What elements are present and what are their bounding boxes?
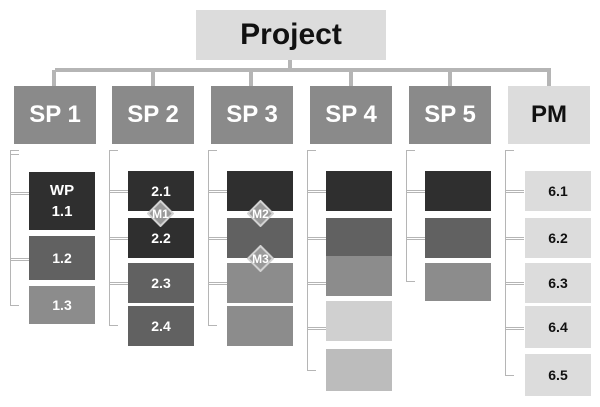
pm-branch xyxy=(505,282,524,285)
sp1-branch xyxy=(10,258,29,261)
wp-6-3-label: 6.3 xyxy=(548,274,568,291)
wp-4-2 xyxy=(326,218,392,258)
sp5-label: SP 5 xyxy=(424,101,476,128)
sp4-branch xyxy=(307,282,326,285)
wp-5-2 xyxy=(425,218,491,258)
wp-3-4 xyxy=(227,306,293,346)
diamond-icon xyxy=(147,200,174,227)
pm-trunk xyxy=(505,150,514,376)
sp5-trunk xyxy=(406,150,415,282)
milestone-m3-label: M3 xyxy=(252,251,269,266)
sp1-box: SP 1 xyxy=(14,86,96,144)
pm-box: PM xyxy=(508,86,590,144)
wp-6-5: 6.5 xyxy=(525,354,591,396)
sp2-trunk xyxy=(109,150,118,326)
milestone-m3: M3 xyxy=(247,245,274,272)
sp1-label: SP 1 xyxy=(29,101,81,128)
sp2-branch xyxy=(109,190,128,193)
wp-2-3-label: 2.3 xyxy=(151,274,171,291)
wp-1-2: 1.2 xyxy=(29,236,95,280)
sp5-branch xyxy=(406,190,425,193)
sp2-branch xyxy=(109,282,128,285)
sp2-box: SP 2 xyxy=(112,86,194,144)
wp-5-1 xyxy=(425,171,491,211)
sp2-drop-connector xyxy=(151,70,155,86)
sp5-drop-connector xyxy=(448,70,452,86)
project-box: Project xyxy=(196,10,386,60)
pm-branch xyxy=(505,237,524,240)
milestone-m1: M1 xyxy=(147,200,174,227)
diamond-icon xyxy=(247,245,274,272)
wp-1-3: 1.3 xyxy=(29,286,95,324)
sp2-branch xyxy=(109,237,128,240)
sp3-trunk xyxy=(208,150,217,326)
wp-2-2-label: 2.2 xyxy=(151,229,171,246)
wp-2-4-label: 2.4 xyxy=(151,317,171,334)
sp4-drop-connector xyxy=(349,70,353,86)
wp-1-2-label: 1.2 xyxy=(52,249,72,266)
wp-2-3: 2.3 xyxy=(128,263,194,303)
wp-6-4: 6.4 xyxy=(525,306,591,348)
bus-connector xyxy=(55,68,551,72)
wp-2-1-label: 2.1 xyxy=(151,182,171,199)
sp4-label: SP 4 xyxy=(325,101,377,128)
wp-6-1: 6.1 xyxy=(525,171,591,211)
wp-4-5 xyxy=(326,349,392,391)
diamond-icon xyxy=(247,200,274,227)
sp3-branch xyxy=(208,237,227,240)
sp3-label: SP 3 xyxy=(226,101,278,128)
wp-6-2-label: 6.2 xyxy=(548,229,568,246)
sp5-branch xyxy=(406,237,425,240)
milestone-m2-label: M2 xyxy=(252,206,269,221)
pm-drop-connector xyxy=(547,70,551,86)
sp3-branch xyxy=(208,190,227,193)
wp-2-4: 2.4 xyxy=(128,306,194,346)
wp-6-2: 6.2 xyxy=(525,218,591,258)
wp-1-1: WP 1.1 xyxy=(29,172,95,230)
milestone-m1-label: M1 xyxy=(152,206,169,221)
sp4-trunk xyxy=(307,150,316,371)
sp1-drop-connector xyxy=(52,70,56,86)
wp-1-1-label: WP 1.1 xyxy=(49,182,75,220)
project-label: Project xyxy=(240,18,342,51)
sp4-branch xyxy=(307,237,326,240)
sp4-branch xyxy=(307,190,326,193)
sp5-box: SP 5 xyxy=(409,86,491,144)
wp-1-3-label: 1.3 xyxy=(52,296,72,313)
sp1-trunk xyxy=(10,154,19,306)
sp1-stub xyxy=(10,150,19,155)
wp-6-1-label: 6.1 xyxy=(548,182,568,199)
pm-branch xyxy=(505,327,524,330)
pm-branch xyxy=(505,190,524,193)
sp3-drop-connector xyxy=(249,70,253,86)
sp1-branch xyxy=(10,192,29,195)
pm-label: PM xyxy=(531,101,567,128)
sp3-branch xyxy=(208,282,227,285)
wp-4-4 xyxy=(326,301,392,341)
sp3-box: SP 3 xyxy=(211,86,293,144)
sp4-branch xyxy=(307,327,326,330)
sp2-label: SP 2 xyxy=(127,101,179,128)
milestone-m2: M2 xyxy=(247,200,274,227)
wp-5-3 xyxy=(425,263,491,301)
wp-6-4-label: 6.4 xyxy=(548,318,568,335)
sp4-box: SP 4 xyxy=(310,86,392,144)
wp-6-3: 6.3 xyxy=(525,263,591,303)
wp-4-3 xyxy=(326,256,392,296)
root-connector xyxy=(288,57,292,70)
wp-4-1 xyxy=(326,171,392,211)
wp-6-5-label: 6.5 xyxy=(548,366,568,383)
